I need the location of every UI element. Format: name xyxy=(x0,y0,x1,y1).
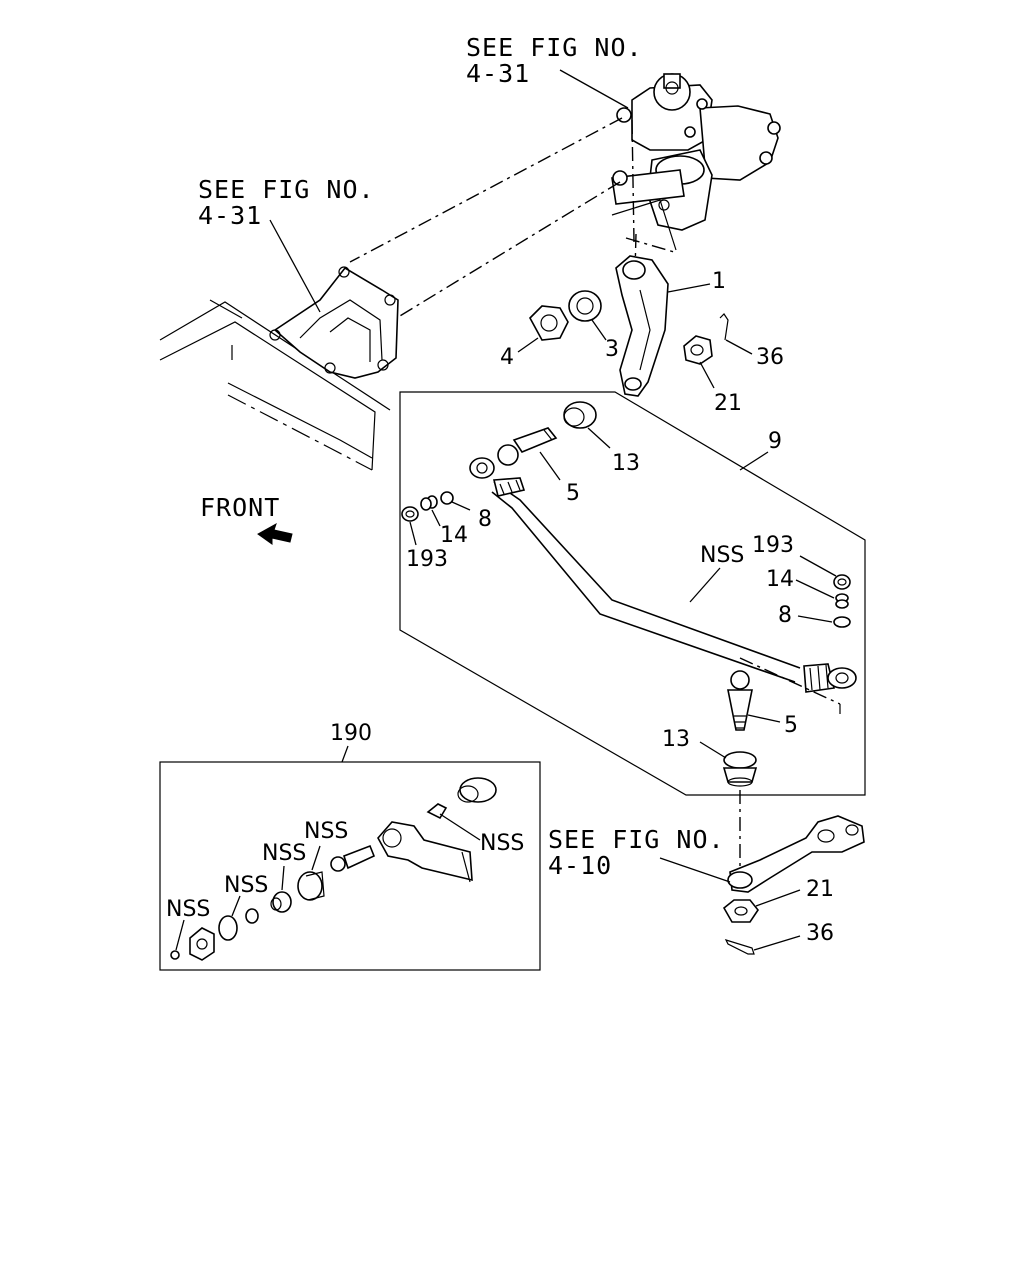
kit-pin xyxy=(170,950,180,960)
kit-190-leader xyxy=(341,745,349,763)
kit-nss-3: NSS xyxy=(262,841,306,866)
callout-13-bottom-leader xyxy=(699,741,727,759)
callout-14-right-leader xyxy=(795,579,835,599)
pitman-arm xyxy=(615,255,669,397)
drag-link-tube xyxy=(469,457,857,693)
kit-nss-5: NSS xyxy=(166,897,210,922)
callout-seal-13-bottom: 13 xyxy=(662,727,690,752)
cotter-pin-bottom xyxy=(724,939,755,955)
callout-stud-5-bottom: 5 xyxy=(784,713,798,738)
callout-4-leader xyxy=(517,337,539,353)
callout-spring-14-left: 14 xyxy=(440,523,468,548)
callout-14-left-leader xyxy=(431,509,441,527)
callout-plug-193-right: 193 xyxy=(752,533,794,558)
kit-nss-4-leader xyxy=(231,895,241,917)
knuckle-arm xyxy=(727,815,865,893)
nut xyxy=(529,305,569,341)
frame-bracket xyxy=(269,266,399,379)
frame-ref-leader xyxy=(269,219,321,313)
centerline-short xyxy=(625,237,675,253)
callout-36-top-leader xyxy=(725,339,753,355)
callout-assy-9: 9 xyxy=(768,429,782,454)
callout-ring-8-left: 8 xyxy=(478,507,492,532)
kit-cap xyxy=(270,891,292,913)
callout-193-left-leader xyxy=(409,521,417,546)
centerline-lower-joint xyxy=(739,657,841,705)
gear-ref-line2: 4-31 xyxy=(466,59,530,88)
plug-193-left xyxy=(401,506,419,522)
callout-3-leader xyxy=(591,319,607,341)
kit-ball-stud xyxy=(330,844,376,872)
callout-plug-193-left: 193 xyxy=(406,547,448,572)
kit-seal xyxy=(457,777,497,803)
callout-pin-36-bottom: 36 xyxy=(806,921,834,946)
arrow-icon xyxy=(257,522,293,545)
callout-1-leader xyxy=(667,283,711,293)
callout-21-bottom-leader xyxy=(755,889,801,907)
callout-8-right-leader xyxy=(797,615,833,623)
kit-plug xyxy=(245,908,259,924)
kit-nss-2-leader xyxy=(311,845,321,871)
knuckle-ref-leader xyxy=(659,857,731,883)
kit-boot xyxy=(297,871,325,901)
centerline-upper xyxy=(349,117,623,263)
callout-21-top-leader xyxy=(699,361,715,389)
ring-8-left xyxy=(440,491,454,505)
callout-ring-8-right: 8 xyxy=(778,603,792,628)
ring-8-right xyxy=(833,616,851,628)
assy-9-outline xyxy=(399,391,866,796)
ball-stud-top xyxy=(497,427,558,466)
callout-9-leader xyxy=(739,451,769,471)
callout-pitman-arm: 1 xyxy=(712,269,726,294)
kit-o-ring xyxy=(218,915,238,941)
seal-13-top xyxy=(563,401,597,429)
steering-gear-box xyxy=(611,73,781,251)
callout-nut-21-top: 21 xyxy=(714,391,742,416)
callout-5-bottom-leader xyxy=(747,714,781,723)
kit-nss-3-leader xyxy=(281,865,285,891)
callout-nut-36-top: 36 xyxy=(756,345,784,370)
callout-5-top-leader xyxy=(539,451,561,481)
kit-nss-2: NSS xyxy=(304,819,348,844)
gear-ref-leader xyxy=(559,69,629,109)
kit-nss-4: NSS xyxy=(224,873,268,898)
kit-nss-1: NSS xyxy=(480,831,524,856)
callout-8-left-leader xyxy=(451,501,471,511)
spring-14-right xyxy=(835,593,849,609)
callout-13-top-leader xyxy=(587,427,611,449)
frame-ref-line1: SEE FIG NO. xyxy=(198,175,375,204)
plug-193-right xyxy=(833,574,851,590)
callout-stud-5-top: 5 xyxy=(566,481,580,506)
front-label: FRONT xyxy=(200,493,280,522)
kit-nut xyxy=(189,927,215,961)
seal-13-bottom xyxy=(722,751,758,787)
kit-190-outline xyxy=(159,761,541,971)
callout-nut: 4 xyxy=(500,345,514,370)
gear-ref-line1: SEE FIG NO. xyxy=(466,33,643,62)
knuckle-ref-line1: SEE FIG NO. xyxy=(548,825,725,854)
callout-nut-21-bottom: 21 xyxy=(806,877,834,902)
callout-nss-tube: NSS xyxy=(700,543,744,568)
callout-nss-tube-leader xyxy=(689,567,721,603)
spring-14-left xyxy=(420,495,438,511)
callout-36-bottom-leader xyxy=(753,935,801,951)
lock-washer xyxy=(568,290,602,322)
callout-193-right-leader xyxy=(799,555,837,577)
ball-stud-bottom xyxy=(727,670,753,731)
callout-spring-14-right: 14 xyxy=(766,567,794,592)
kit-joint-end xyxy=(377,821,473,883)
cotter-pin-top xyxy=(719,313,729,341)
centerline-lower xyxy=(389,181,621,323)
kit-nss-5-leader xyxy=(175,919,185,951)
kit-number: 190 xyxy=(330,721,372,746)
castle-nut-bottom xyxy=(722,899,759,923)
knuckle-ref-line2: 4-10 xyxy=(548,851,612,880)
callout-lock-washer: 3 xyxy=(605,337,619,362)
callout-seal-13-top: 13 xyxy=(612,451,640,476)
centerline-vertical xyxy=(631,119,635,243)
kit-nss-1-leader xyxy=(439,813,481,841)
castle-nut-top xyxy=(683,335,713,365)
frame-ref-line2: 4-31 xyxy=(198,201,262,230)
